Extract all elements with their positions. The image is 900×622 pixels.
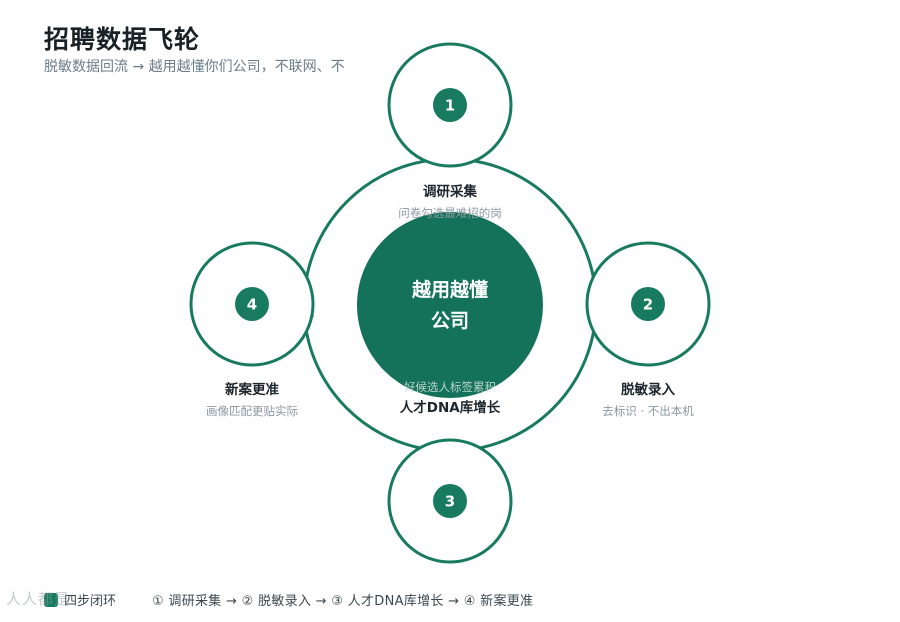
hub-text-line1: 越用越懂: [411, 278, 488, 301]
step-3-label: 人才DNA库增长: [400, 399, 501, 416]
step-node-1-badge: [433, 88, 467, 122]
step-node-4[interactable]: 4: [189, 241, 315, 367]
hub-text-line2: 公司: [431, 310, 469, 332]
page-title: 招聘数据飞轮: [44, 25, 201, 54]
step-node-3[interactable]: 3: [387, 438, 513, 564]
legend-swatch: [44, 592, 58, 607]
step-node-1-number: 1: [445, 97, 455, 115]
step-1-label: 调研采集: [423, 183, 477, 200]
hub-circle: [357, 212, 543, 398]
step-4-desc: 画像匹配更贴实际: [206, 404, 298, 418]
step-node-2-number: 2: [643, 296, 653, 314]
step-node-3-badge: [433, 484, 467, 518]
step-node-2-badge: [631, 287, 665, 321]
step-node-2[interactable]: 2: [585, 241, 711, 367]
step-1-desc: 问卷勾选最难招的岗: [398, 206, 502, 220]
step-node-4-number: 4: [247, 296, 257, 314]
step-node-1[interactable]: 1: [387, 42, 513, 168]
step-3-desc: 好候选人标签累积: [404, 380, 496, 394]
footer-legend: 四步闭环 ① 调研采集 → ② 脱敏录入 → ③ 人才DNA库增长 → ④ 新案…: [44, 590, 533, 609]
step-4-label: 新案更准: [225, 381, 279, 398]
step-2-desc: 去标识 · 不出本机: [602, 404, 694, 418]
step-node-4-badge: [235, 287, 269, 321]
watermark: 人人都是: [6, 590, 71, 608]
step-node-3-number: 3: [445, 493, 455, 511]
step-2-label: 脱敏录入: [621, 381, 675, 398]
flow-summary: ① 调研采集 → ② 脱敏录入 → ③ 人才DNA库增长 → ④ 新案更准: [152, 594, 534, 609]
legend-label: 四步闭环: [64, 594, 117, 609]
page-subtitle: 脱敏数据回流 → 越用越懂你们公司，不联网、不: [44, 59, 345, 75]
